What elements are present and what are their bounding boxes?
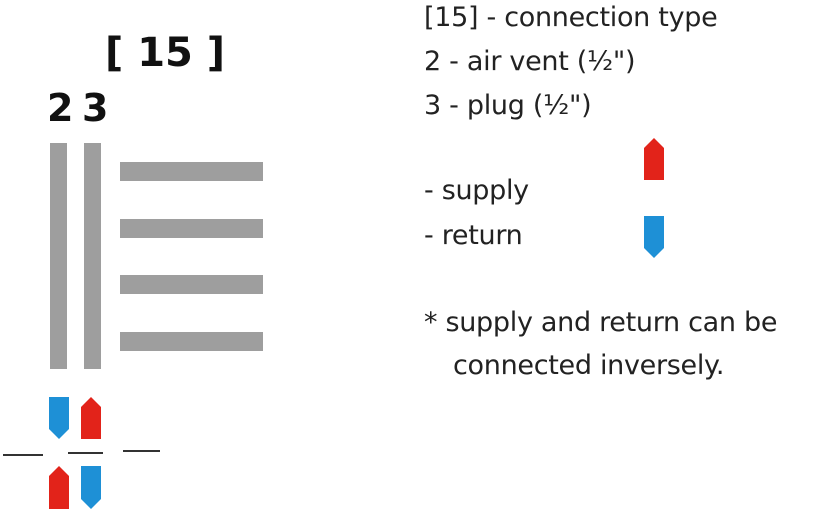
arrow-up-icon <box>49 466 69 509</box>
legend-supply-label: - supply <box>424 175 529 206</box>
note-line-1: * supply and return can be <box>424 307 778 338</box>
return-arrow-top <box>49 397 69 439</box>
legend-return-label: - return <box>424 220 523 251</box>
port-label-3: 3 <box>82 86 109 130</box>
radiator-panel-1 <box>120 162 263 181</box>
vertical-pipe-left <box>50 143 67 369</box>
radiator-panel-2 <box>120 219 263 238</box>
legend-supply-swatch <box>644 138 664 180</box>
supply-arrow-top <box>81 397 101 439</box>
port-label-2: 2 <box>47 86 74 130</box>
vertical-pipe-right <box>84 143 101 369</box>
note-line-2: connected inversely. <box>453 350 725 381</box>
arrow-down-icon <box>81 466 101 509</box>
floor-line-left <box>3 454 43 456</box>
connection-code: [ 15 ] <box>105 30 226 76</box>
arrow-up-icon <box>81 397 101 439</box>
supply-arrow-bottom <box>49 466 69 509</box>
legend-connection-type: [15] - connection type <box>424 2 718 33</box>
legend-air-vent: 2 - air vent (½") <box>424 46 636 77</box>
arrow-up-icon <box>644 138 664 180</box>
arrow-down-icon <box>49 397 69 439</box>
floor-line-right <box>123 450 160 452</box>
return-arrow-bottom <box>81 466 101 509</box>
legend-return-swatch <box>644 216 664 258</box>
radiator-panel-4 <box>120 332 263 351</box>
arrow-down-icon <box>644 216 664 258</box>
legend-plug: 3 - plug (½") <box>424 90 592 121</box>
floor-line-mid <box>68 452 103 454</box>
radiator-panel-3 <box>120 275 263 294</box>
